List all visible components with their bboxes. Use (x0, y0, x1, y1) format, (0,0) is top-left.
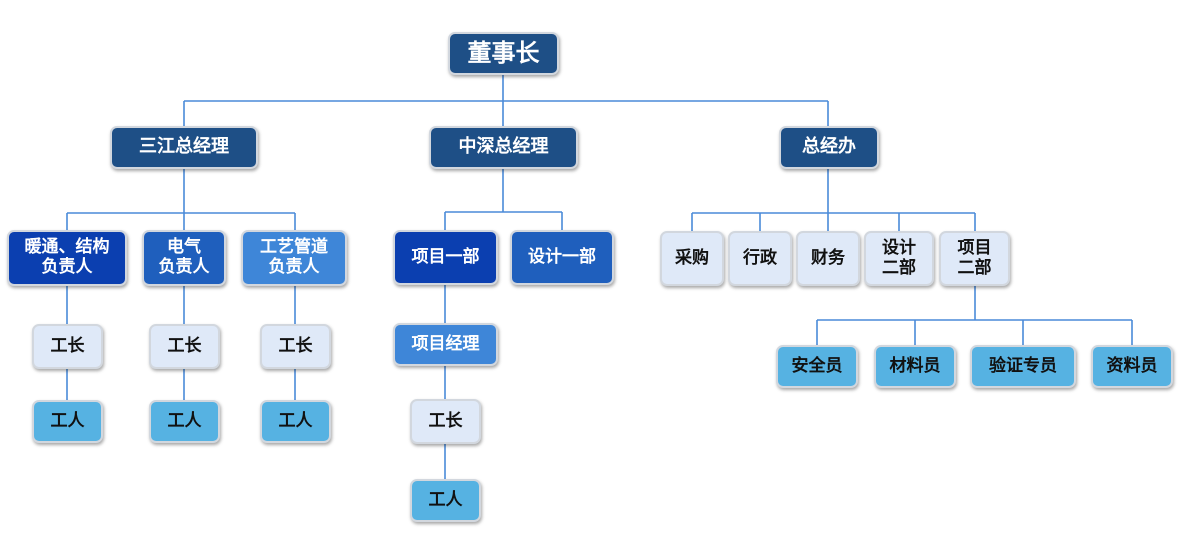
design-dept-1-box: 设计一部 (510, 230, 614, 285)
electrical-lead-box: 电气 负责人 (142, 230, 226, 286)
foreman-box-3: 工长 (260, 324, 331, 369)
general-office-box: 总经办 (779, 126, 879, 169)
verification-specialist-box: 验证专员 (970, 345, 1076, 388)
foreman-box-1: 工长 (32, 324, 103, 369)
finance-box: 财务 (796, 231, 860, 286)
worker-box-1: 工人 (32, 400, 103, 443)
sanjiang-gm-box: 三江总经理 (110, 126, 258, 169)
process-piping-lead-box: 工艺管道 负责人 (241, 230, 347, 286)
safety-officer-box: 安全员 (776, 345, 858, 388)
project-dept-2-box: 项目 二部 (939, 231, 1010, 286)
worker-box-2: 工人 (149, 400, 220, 443)
worker-box-3: 工人 (260, 400, 331, 443)
design-dept-2-box: 设计 二部 (864, 231, 934, 286)
purchasing-box: 采购 (660, 231, 724, 286)
administration-box: 行政 (728, 231, 792, 286)
materials-officer-box: 材料员 (874, 345, 956, 388)
project-manager-box: 项目经理 (393, 323, 498, 366)
foreman-box-2: 工长 (149, 324, 220, 369)
project-dept-1-box: 项目一部 (393, 230, 498, 285)
documentation-officer-box: 资料员 (1091, 345, 1173, 388)
worker-box-4: 工人 (410, 479, 481, 522)
foreman-box-4: 工长 (410, 399, 481, 444)
hvac-structure-lead-box: 暖通、结构 负责人 (7, 230, 127, 286)
chairman-box: 董事长 (448, 32, 559, 75)
zhongshen-gm-box: 中深总经理 (429, 126, 578, 169)
